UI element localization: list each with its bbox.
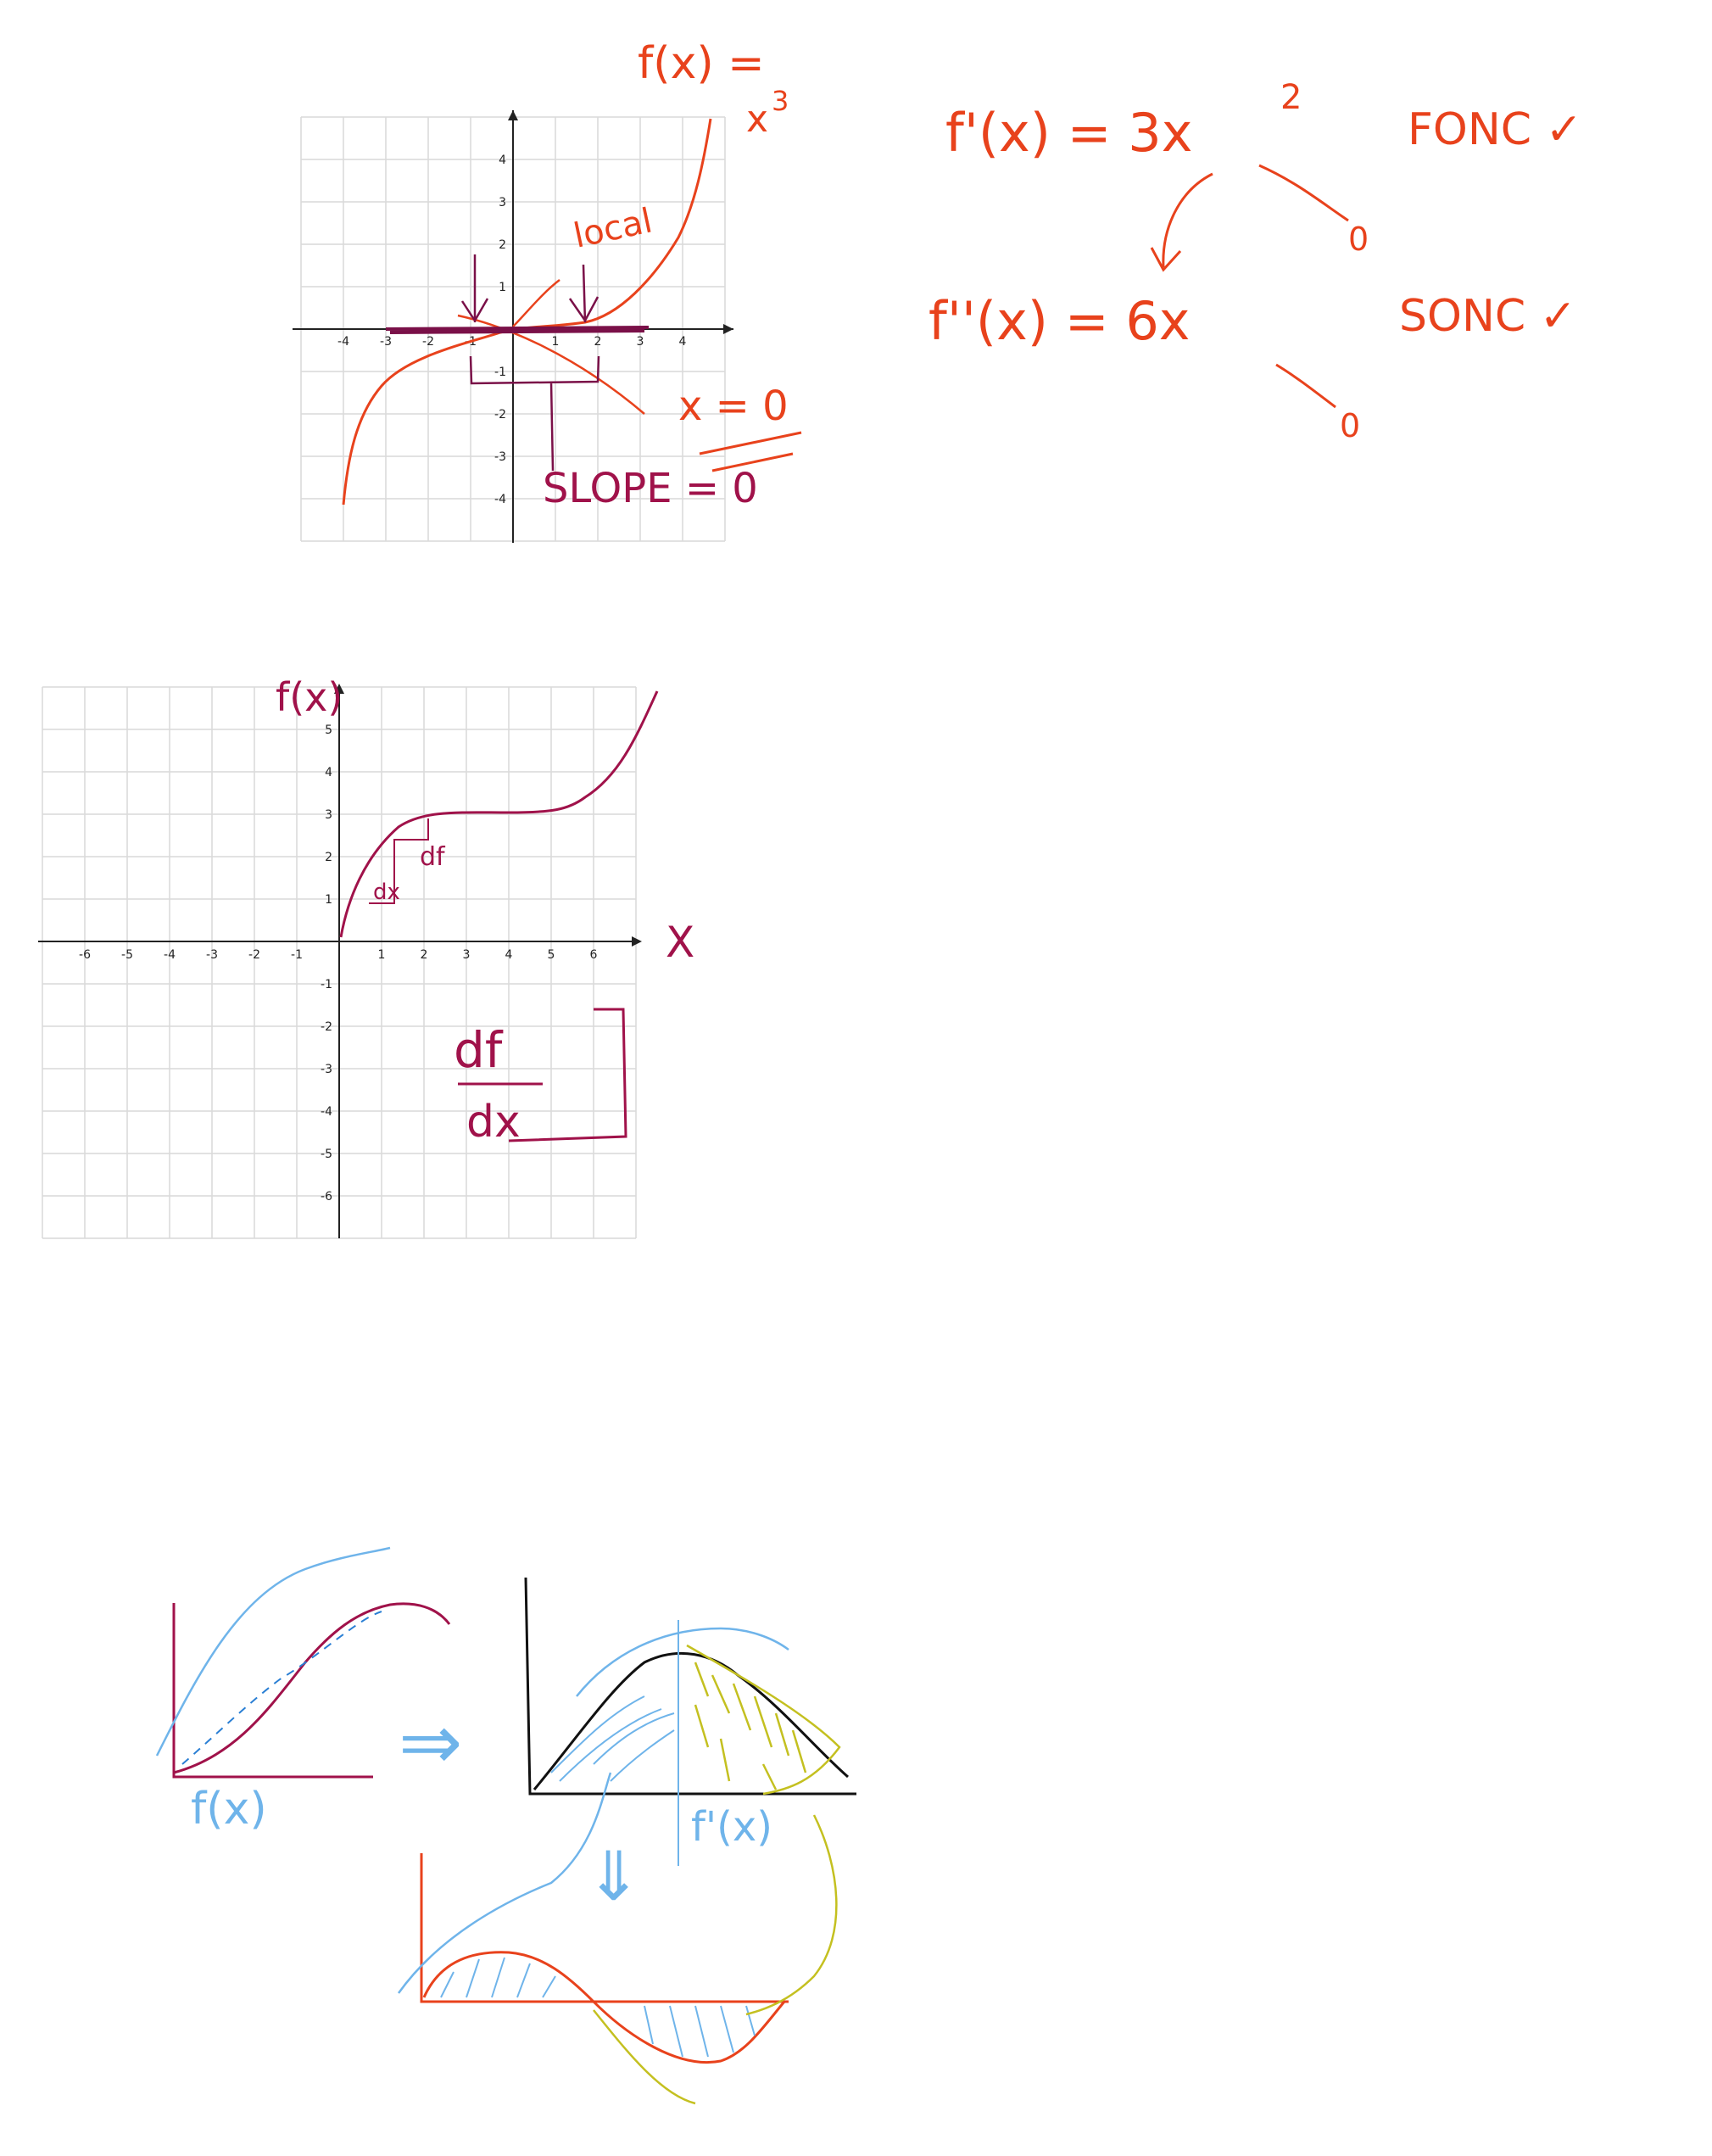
- graph1-x-tick: 4: [679, 335, 687, 349]
- curved-arrow-icon: [1150, 172, 1213, 272]
- graph2-y-arrow-icon: [334, 684, 344, 694]
- graph2-y-tick: -6: [321, 1190, 332, 1204]
- step-triangles: [369, 818, 429, 904]
- graph2-y-tick: 1: [325, 893, 332, 907]
- derivatives-notes: f'(x) = 3x 2 FONC ✓ 0 f''(x) = 6x SONC ✓…: [928, 78, 1582, 444]
- graph1-x-tick: 2: [594, 335, 602, 349]
- graph1-x-tick: -2: [422, 335, 434, 349]
- df-numerator: df: [454, 1021, 504, 1079]
- graph1-y-arrow-icon: [508, 110, 518, 120]
- graph2-x-tick: 6: [590, 948, 598, 962]
- graph2-x-tick: -1: [291, 948, 303, 962]
- x-cubed-note: x: [746, 98, 768, 141]
- graph2-y-tick: 2: [325, 851, 332, 864]
- sketch-b-yellow-stroke: [686, 1644, 841, 1796]
- graph2: -6 -5 -4 -3 -2 -1 1 2 3 4 5 6 5 4 3 2 1 …: [38, 674, 694, 1239]
- graph1-y-tick: -2: [494, 408, 506, 422]
- sketch-c-axes: [420, 1853, 789, 2003]
- first-derivative-exponent: 2: [1280, 78, 1302, 117]
- fx-axis-label: f(x): [276, 674, 343, 720]
- fx-note: f(x) =: [638, 38, 765, 89]
- graph1-y-tick: 2: [499, 238, 506, 252]
- graph2-y-tick: -4: [321, 1105, 332, 1119]
- graph2-x-tick: 2: [421, 948, 428, 962]
- sketch-b-blue-hatch: [550, 1695, 675, 1782]
- sketch-c-curve: [422, 1951, 786, 2064]
- dx-denominator: dx: [466, 1097, 521, 1148]
- graph2-y-tick: 4: [325, 766, 332, 779]
- x-axis-label: X: [666, 918, 694, 967]
- pointer-stroke: [1275, 363, 1336, 409]
- graph2-x-tick: -5: [121, 948, 133, 962]
- sketch-a-label: f(x): [191, 1784, 267, 1835]
- graph2-x-tick: -2: [248, 948, 260, 962]
- sketch-a-axes: [172, 1603, 373, 1779]
- graph2-y-tick: -1: [321, 978, 332, 991]
- sketch-a-blue-stroke: [155, 1546, 391, 1757]
- fonc-note: FONC ✓: [1408, 104, 1582, 155]
- x-cubed-exponent: 3: [772, 85, 789, 117]
- graph2-x-tick: 5: [548, 948, 555, 962]
- slope-bracket: [469, 355, 600, 472]
- graph2-x-tick: -6: [79, 948, 91, 962]
- sketch-b-yellow-hatch: [694, 1662, 807, 1790]
- down-arrow-icon: [460, 254, 489, 323]
- implies-down-arrow: ⇓: [585, 1837, 642, 1916]
- graph2-x-tick: 3: [463, 948, 471, 962]
- second-derivative: f''(x) = 6x: [928, 290, 1191, 352]
- sketch-a-tangent-marks: [181, 1611, 382, 1765]
- dx-small-note: dx: [373, 880, 400, 905]
- bracket-stroke: [508, 1008, 627, 1142]
- first-derivative: f'(x) = 3x: [945, 102, 1192, 164]
- graph2-x-tick: 4: [505, 948, 513, 962]
- tangent-stroke: [512, 279, 560, 327]
- local-note: local: [571, 201, 656, 255]
- graph2-x-arrow-icon: [632, 936, 642, 947]
- slope-note: SLOPE = 0: [543, 465, 758, 512]
- graph2-y-tick: -2: [321, 1020, 332, 1034]
- pointer-stroke: [1258, 164, 1349, 222]
- graph2-x-tick: -4: [164, 948, 176, 962]
- sketch-b-curve: [533, 1651, 849, 1790]
- graph1-y-tick: -4: [494, 493, 506, 506]
- graph1: -4 -3 -2 -1 1 2 3 4 4 3 2 1 -1 -2 -3 -4 …: [293, 38, 802, 543]
- graph1-x-tick: -3: [380, 335, 392, 349]
- sketch-b-blue-arc: [576, 1627, 789, 1697]
- graph2-y-tick: 3: [325, 808, 332, 822]
- graph2-y-tick: 5: [325, 723, 332, 737]
- sketch-c-blue-stroke: [397, 1772, 612, 1994]
- graph2-x-tick: -3: [206, 948, 218, 962]
- graph1-y-tick: -1: [494, 366, 506, 379]
- graph1-x-tick: 3: [637, 335, 644, 349]
- sketch-a-curve: [173, 1602, 451, 1774]
- graph2-y-tick: -3: [321, 1063, 332, 1076]
- graph1-y-tick: -3: [494, 450, 506, 464]
- tangent-line: [457, 314, 645, 415]
- graph1-x-tick: 1: [552, 335, 560, 349]
- graph1-x-arrow-icon: [723, 324, 733, 334]
- sketches: f(x) ⇒ f'(x) ⇓: [155, 1546, 856, 2105]
- graph1-y-tick: 4: [499, 154, 506, 167]
- graph2-y-tick: -5: [321, 1148, 332, 1161]
- underline-stroke: [699, 431, 802, 472]
- implies-right-arrow: ⇒: [399, 1698, 462, 1787]
- zero-result: 0: [1340, 407, 1360, 444]
- graph1-x-tick: -4: [337, 335, 349, 349]
- sketch-c-yellow-stroke: [593, 1814, 838, 2105]
- down-arrow-icon: [568, 264, 599, 323]
- df-small-note: df: [420, 842, 446, 872]
- x-equals-zero-note: x = 0: [678, 383, 789, 430]
- sketch-b-label: f'(x): [691, 1803, 772, 1851]
- graph1-y-tick: 1: [499, 281, 506, 294]
- sketch-b-axes: [524, 1577, 856, 1796]
- graph1-y-tick: 3: [499, 196, 506, 209]
- sonc-note: SONC ✓: [1399, 291, 1576, 342]
- sketch-c-hatch: [440, 1957, 756, 2058]
- zero-result: 0: [1348, 221, 1369, 258]
- graph2-x-tick: 1: [378, 948, 386, 962]
- sigmoid-curve: [339, 690, 659, 938]
- flat-region-highlight: [385, 326, 650, 334]
